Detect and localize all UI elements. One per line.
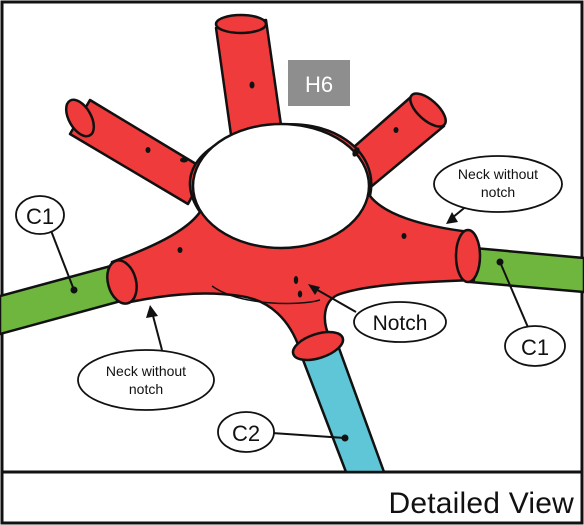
footer-title: Detailed View <box>388 487 574 520</box>
callout-c1-left-dot <box>70 286 78 294</box>
callout-c1-right <box>504 325 566 367</box>
callout-c1-right-leader <box>499 261 531 333</box>
label-c1-left: C1 <box>26 204 54 229</box>
footer-bar: Detailed View <box>0 472 584 525</box>
callout-c2-leader <box>271 432 346 439</box>
callout-c2 <box>217 411 275 453</box>
label-neck-right-line1: Neck without <box>458 166 538 182</box>
callout-notch-arrowhead <box>308 284 320 295</box>
hub-holes <box>145 81 407 298</box>
callout-c1-left-leader <box>49 227 75 291</box>
callout-neck-right-arrowhead <box>446 212 458 224</box>
label-c1-right: C1 <box>521 335 549 360</box>
hub-underside-rim <box>211 285 321 305</box>
badge-h6 <box>288 60 350 106</box>
callout-notch-leader <box>313 287 357 313</box>
callout-neck-left-leader <box>151 311 163 351</box>
callout-neck-right <box>433 155 563 213</box>
callout-c1-right-dot <box>496 258 504 266</box>
callout-c1-left <box>15 195 65 235</box>
callout-c2-dot <box>341 434 349 442</box>
label-neck-left-line1: Neck without <box>106 363 186 379</box>
label-notch: Notch <box>373 312 428 335</box>
hub-center-disc <box>191 122 371 250</box>
callout-neck-left-arrowhead <box>146 305 158 318</box>
tube-c1-right <box>468 246 584 294</box>
label-neck-left-line2: notch <box>129 381 163 397</box>
label-c2: C2 <box>232 421 260 446</box>
callout-neck-left <box>77 349 215 411</box>
badge-h6-text: H6 <box>305 72 333 97</box>
label-neck-right-line2: notch <box>481 184 515 200</box>
callout-notch <box>353 301 447 343</box>
